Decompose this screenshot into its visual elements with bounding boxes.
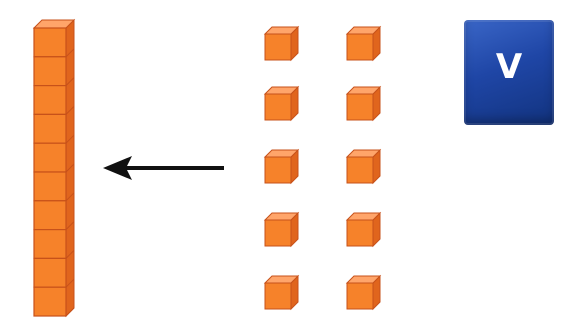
ten-rod-side-divider [65,307,75,317]
ten-rod-unit [33,200,67,231]
unit-cubes [263,25,382,311]
v-badge-label: V [495,46,523,87]
unit-cube-front [264,219,292,247]
unit-cube-front [264,93,292,121]
unit-cube-front [346,219,374,247]
unit-cube-front [264,156,292,184]
unit-cube [263,148,300,185]
unit-cube-front [346,156,374,184]
unit-cube [345,85,382,122]
ten-rod-unit [33,286,67,317]
ten-rod-unit [33,27,67,58]
ten-rod-side-divider [65,278,75,288]
unit-cube [263,85,300,122]
ten-rod-unit [33,84,67,115]
unit-cube-front [346,33,374,61]
unit-cube [345,274,382,311]
unit-cube [345,211,382,248]
ten-rod-unit [33,56,67,87]
unit-cube [345,25,382,62]
ten-rod-unit [33,229,67,260]
unit-cube [263,274,300,311]
ten-rod-unit [33,113,67,144]
ten-rod-side-divider [65,163,75,173]
unit-cube-front [346,282,374,310]
ten-rod-unit [33,142,67,173]
unit-cube [263,25,300,62]
unit-cube [263,211,300,248]
unit-cube [345,148,382,185]
ten-rod [32,18,76,318]
unit-cube-front [264,282,292,310]
ten-rod-side-divider [65,77,75,86]
ten-rod-side-divider [65,221,75,230]
ten-rod-unit [33,171,67,202]
ten-rod-side-divider [65,48,75,58]
left-arrow [103,156,224,180]
ten-rod-side-divider [65,250,75,259]
arrow-head-icon [103,156,132,180]
ten-rod-side-divider [65,106,75,115]
v-badge: V [464,20,554,125]
unit-cube-front [264,33,292,61]
ten-rod-side-divider [65,134,75,144]
ten-rod-side-divider [65,192,75,202]
ten-rod-unit [33,257,67,288]
unit-cube-front [346,93,374,121]
